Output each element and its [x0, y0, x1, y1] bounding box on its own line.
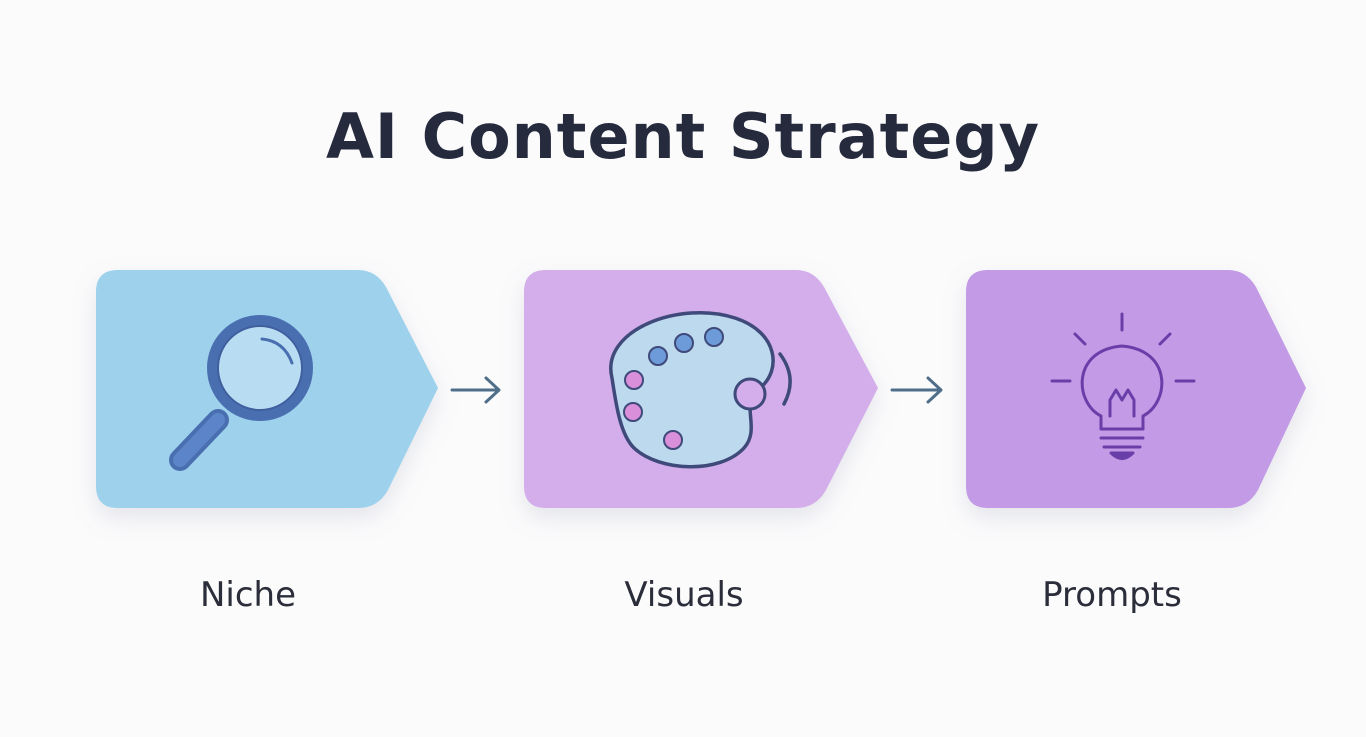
page-title: AI Content Strategy: [325, 100, 1041, 173]
step-label-prompts: Prompts: [1042, 575, 1182, 615]
palette-icon: [609, 310, 792, 469]
step-label-niche: Niche: [199, 575, 297, 615]
step-label-visuals: Visuals: [624, 575, 744, 615]
connector-arrow-1: [450, 376, 501, 404]
step-card-shape: [966, 270, 1306, 508]
connector-arrow-2: [890, 376, 943, 404]
magnifying-glass-icon: [169, 315, 313, 471]
step-card-prompts: [966, 270, 1306, 508]
lightbulb-icon: [1050, 312, 1196, 460]
step-card-visuals: [524, 270, 878, 508]
step-card-niche: [96, 270, 438, 508]
